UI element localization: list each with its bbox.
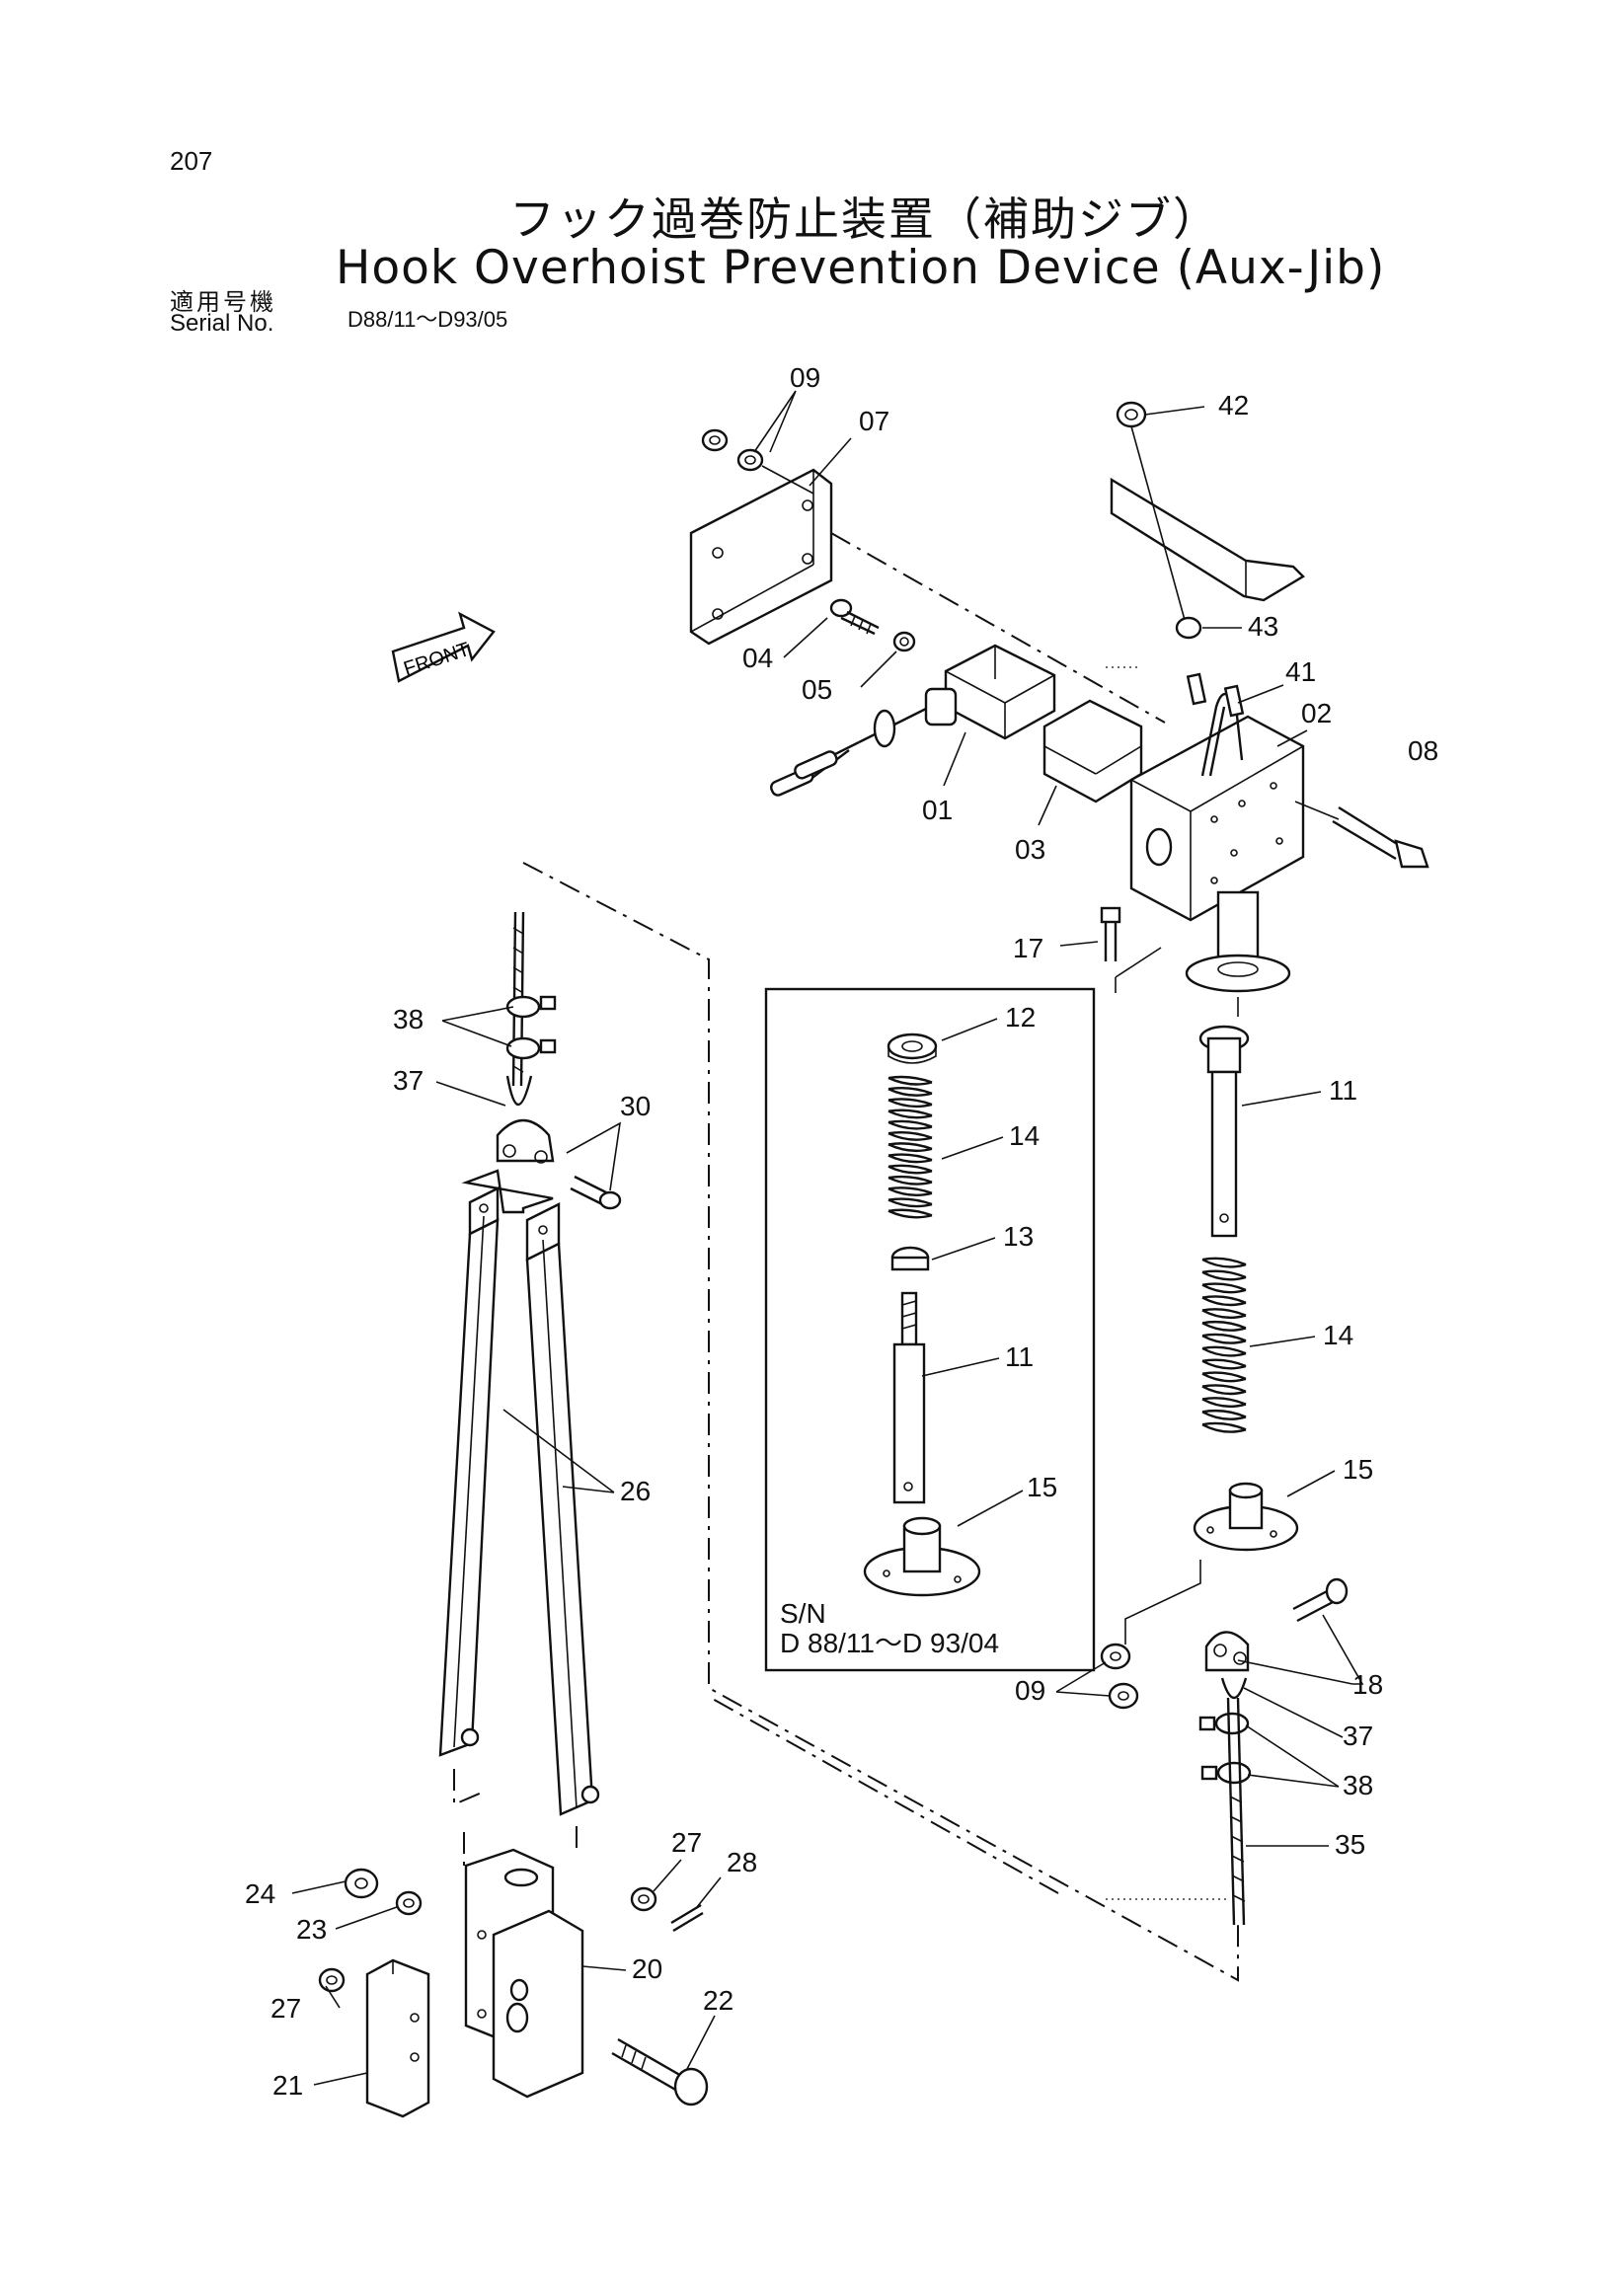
part-09-nuts-bottom xyxy=(1100,1643,1139,1710)
part-23-washer xyxy=(395,1890,423,1916)
leader-lines xyxy=(291,390,1364,2086)
part-13-nut-inset xyxy=(890,1246,930,1271)
part-27-washer-left xyxy=(318,1967,346,1993)
label-17: 17 xyxy=(1013,933,1043,963)
part-05-washer xyxy=(892,631,916,652)
inset-range: D 88/11～D 93/04 xyxy=(780,1628,999,1658)
shackle-bottom xyxy=(1204,1631,1250,1672)
label-43: 43 xyxy=(1248,611,1278,642)
inset-label-sn: S/N xyxy=(780,1598,826,1629)
label-11-inset: 11 xyxy=(1005,1341,1034,1372)
label-08: 08 xyxy=(1408,735,1438,766)
label-18: 18 xyxy=(1352,1669,1383,1700)
part-09-nuts-top xyxy=(701,428,764,472)
label-01: 01 xyxy=(922,795,953,825)
serial-label-english: Serial No. xyxy=(170,310,274,337)
part-26-bars xyxy=(438,1169,600,1816)
part-43-nut xyxy=(1175,616,1202,640)
label-07: 07 xyxy=(859,406,889,436)
label-04: 04 xyxy=(742,643,773,673)
label-38-bottom: 38 xyxy=(1343,1770,1373,1800)
label-35: 35 xyxy=(1335,1829,1365,1860)
part-08-bolt xyxy=(1294,801,1429,869)
part-17-bolt xyxy=(1100,906,1121,961)
label-14-inset: 14 xyxy=(1009,1120,1040,1151)
part-15-seat-inset xyxy=(863,1516,981,1597)
label-15-right: 15 xyxy=(1343,1454,1373,1485)
label-12: 12 xyxy=(1005,1002,1036,1033)
label-37-top: 37 xyxy=(393,1065,424,1096)
tube-assembly xyxy=(1185,890,1291,993)
label-03: 03 xyxy=(1015,834,1045,865)
label-09-top: 09 xyxy=(790,362,820,393)
part-30-pin xyxy=(570,1175,622,1210)
part-02-bracket xyxy=(1129,715,1305,922)
part-11-rod-inset xyxy=(892,1291,926,1504)
page-number: 207 xyxy=(170,146,213,176)
part-07-plate xyxy=(689,468,833,646)
label-27-left: 27 xyxy=(270,1993,301,2024)
part-03-cover xyxy=(1042,699,1143,804)
label-15-inset: 15 xyxy=(1027,1472,1057,1502)
part-38-clips-bottom xyxy=(1198,1712,1252,1785)
label-26: 26 xyxy=(620,1476,651,1506)
title-english: Hook Overhoist Prevention Device (Aux-Ji… xyxy=(336,241,1386,295)
part-18-pin xyxy=(1292,1577,1349,1623)
part-35-wire-rope xyxy=(1226,1697,1246,1926)
part-27-washer-right xyxy=(630,1886,657,1912)
label-14-right: 14 xyxy=(1323,1320,1353,1350)
label-20: 20 xyxy=(632,1953,662,1984)
label-42: 42 xyxy=(1218,390,1249,421)
part-12-cap-inset xyxy=(887,1033,938,1064)
front-arrow-icon: FRONT xyxy=(391,611,496,683)
part-22-bolt xyxy=(611,2037,709,2106)
label-24: 24 xyxy=(245,1878,275,1909)
label-21: 21 xyxy=(272,2070,303,2101)
part-38-clips-top xyxy=(505,995,557,1060)
part-20-block xyxy=(464,1848,584,2099)
label-28: 28 xyxy=(727,1847,757,1877)
inset-box: S/N D 88/11～D 93/04 xyxy=(764,987,1096,1672)
label-41: 41 xyxy=(1285,656,1316,687)
label-37-bottom: 37 xyxy=(1343,1721,1373,1751)
label-05: 05 xyxy=(802,674,832,705)
label-27-right: 27 xyxy=(671,1827,702,1858)
title-japanese: フック過巻防止装置（補助ジブ） xyxy=(509,192,1220,246)
label-22: 22 xyxy=(703,1985,733,2016)
part-14-spring-right xyxy=(1201,1256,1247,1441)
part-42-nut xyxy=(1116,401,1147,428)
label-13: 13 xyxy=(1003,1221,1034,1252)
part-04-bolt xyxy=(829,598,880,636)
part-11-rod-right xyxy=(1198,1025,1250,1238)
part-37-thimble-bottom xyxy=(1220,1677,1248,1700)
angle-bracket xyxy=(1110,477,1305,602)
part-24-nut xyxy=(344,1868,379,1899)
part-41-u-bolt xyxy=(1186,672,1245,777)
part-37-thimble-top xyxy=(505,1075,533,1107)
part-15-seat-right xyxy=(1193,1482,1299,1552)
part-14-spring-inset xyxy=(887,1075,933,1219)
label-02: 02 xyxy=(1301,698,1332,728)
shackle-top xyxy=(496,1118,555,1164)
label-23: 23 xyxy=(296,1914,327,1945)
part-labels: 09 07 42 43 41 04 05 02 08 01 03 17 12 1… xyxy=(245,362,1438,2101)
serial-label-japanese: 適用号機 xyxy=(170,288,276,316)
label-38-top: 38 xyxy=(393,1004,424,1034)
label-11-right: 11 xyxy=(1329,1075,1357,1106)
serial-range: D88/11～D93/05 xyxy=(347,307,508,332)
part-28-cotter-pin xyxy=(670,1903,704,1933)
part-21-plate xyxy=(365,1958,430,2118)
label-30: 30 xyxy=(620,1091,651,1121)
part-01-limit-switch xyxy=(770,644,1056,797)
label-09-bottom: 09 xyxy=(1015,1675,1045,1706)
